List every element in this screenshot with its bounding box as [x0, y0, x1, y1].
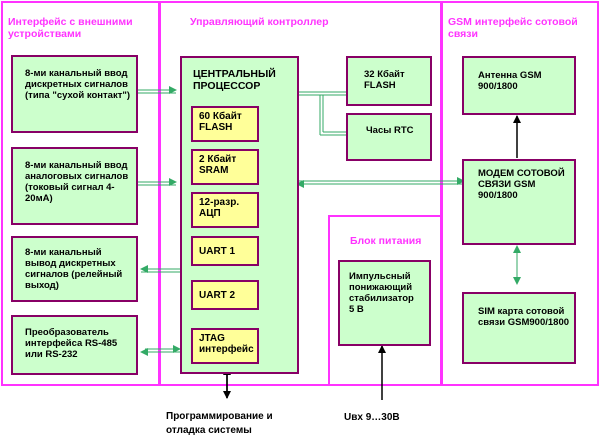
digital-input-block: 8-ми канальный ввод дискретных сигналов … — [11, 55, 138, 133]
analog-input-block: 8-ми канальный ввод аналоговых сигналов … — [11, 147, 138, 225]
programming-caption: Программирование и отладка системы — [166, 411, 273, 436]
analog-input-label: 8-ми канальный ввод аналоговых сигналов … — [25, 160, 129, 204]
cpu-module-adc: 12-разр. АЦП — [191, 192, 259, 228]
gsm-region — [441, 1, 599, 386]
controller-title: Управляющий контроллер — [190, 16, 329, 28]
cpu-module-uart2: UART 2 — [191, 280, 259, 310]
power-title: Блок питания — [350, 235, 422, 247]
cpu-module-uart1: UART 1 — [191, 236, 259, 266]
gsm-title: GSM интерфейс сотовой связи — [448, 16, 578, 40]
power-region — [328, 215, 442, 386]
digital-output-label: 8-ми канальный вывод дискретных сигналов… — [25, 247, 123, 291]
cpu-module-flash: 60 Кбайт FLASH — [191, 106, 259, 142]
gsm-modem-block: МОДЕМ СОТОВОЙ СВЯЗИ GSM 900/1800 — [462, 159, 576, 245]
voltage-regulator-label: Импульсный понижающий стабилизатор 5 В — [349, 271, 414, 315]
external-flash-block: 32 Кбайт FLASH — [346, 56, 432, 106]
interface-converter-label: Преобразователь интерфейса RS-485 или RS… — [25, 327, 118, 360]
antenna-block: Антенна GSM 900/1800 — [462, 56, 576, 115]
external-devices-title: Интерфейс с внешними устройствами — [8, 16, 133, 40]
sim-card-block: SIM карта сотовой связи GSM900/1800 — [462, 292, 576, 364]
voltage-regulator-block: Импульсный понижающий стабилизатор 5 В — [338, 260, 431, 346]
external-flash-label: 32 Кбайт FLASH — [364, 69, 405, 91]
interface-converter-block: Преобразователь интерфейса RS-485 или RS… — [11, 315, 138, 375]
cpu-module-jtag: JTAG интерфейс — [191, 328, 259, 364]
antenna-label: Антенна GSM 900/1800 — [478, 70, 542, 92]
digital-input-label: 8-ми канальный ввод дискретных сигналов … — [25, 68, 131, 101]
cpu-title: ЦЕНТРАЛЬНЫЙ ПРОЦЕССОР — [193, 68, 276, 92]
cpu-module-sram: 2 Кбайт SRAM — [191, 149, 259, 185]
rtc-block: Часы RTC — [346, 113, 432, 161]
rtc-label: Часы RTC — [366, 125, 414, 136]
digital-output-block: 8-ми канальный вывод дискретных сигналов… — [11, 236, 138, 302]
gsm-modem-label: МОДЕМ СОТОВОЙ СВЯЗИ GSM 900/1800 — [478, 168, 565, 201]
input-voltage-caption: Uвх 9…30В — [344, 412, 400, 423]
sim-card-label: SIM карта сотовой связи GSM900/1800 — [478, 306, 570, 328]
